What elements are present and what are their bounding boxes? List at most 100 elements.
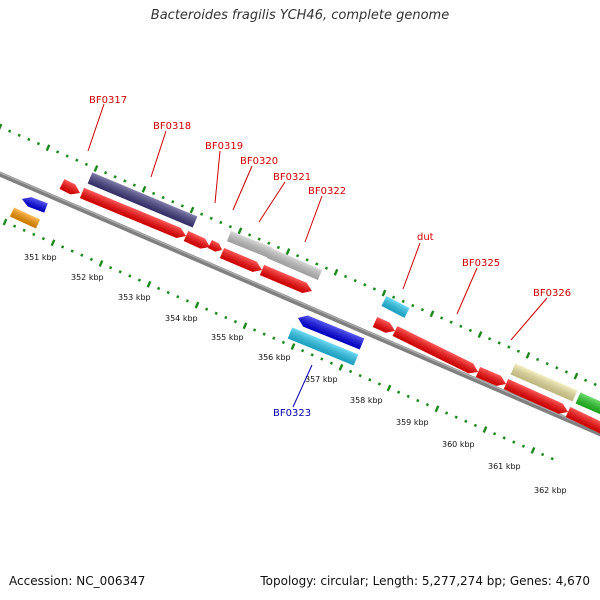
- gene-dut-cds[interactable]: [372, 316, 398, 336]
- gene-bf0320-cds[interactable]: [219, 247, 264, 275]
- upper-scale-track: [0, 123, 597, 387]
- gene-dut[interactable]: [381, 296, 410, 318]
- callout-line: [510, 297, 548, 341]
- tick-label: 356 kbp: [258, 353, 291, 362]
- scale-dot: [555, 366, 559, 370]
- gene-bf0321-cds[interactable]: [259, 264, 314, 296]
- scale-dot: [411, 303, 415, 308]
- gene-label-bf0317[interactable]: BF0317: [89, 95, 127, 106]
- scale-dot: [252, 328, 257, 332]
- gene-bf0318-cds[interactable]: [79, 187, 188, 241]
- scale-dot: [358, 373, 362, 378]
- gene-bf0319b[interactable]: [207, 239, 224, 254]
- callout-line: [87, 103, 105, 152]
- gene-khaki[interactable]: [510, 363, 578, 402]
- scale-dot: [146, 280, 152, 288]
- scale-dot: [272, 336, 276, 340]
- gene-label-bf0318[interactable]: BF0318: [153, 121, 191, 132]
- scale-dot: [128, 274, 132, 278]
- gene-left-blue[interactable]: [20, 194, 48, 213]
- gene-bf0317[interactable]: [59, 179, 83, 198]
- scale-dot: [267, 241, 271, 245]
- scale-dot: [50, 239, 56, 247]
- scale-dot: [276, 245, 281, 250]
- scale-dot: [290, 343, 296, 350]
- gene-label-dut[interactable]: dut: [417, 232, 434, 243]
- scale-dot: [108, 266, 113, 270]
- scale-dot: [98, 260, 104, 267]
- gene-label-bf0321[interactable]: BF0321: [273, 172, 311, 183]
- scale-dot: [530, 446, 536, 454]
- gene-bf0320[interactable]: [226, 230, 274, 259]
- gene-labels: BF0317 BF0318 BF0319 BF0320 BF0321 BF032…: [89, 95, 571, 419]
- gene-bf0326[interactable]: [475, 366, 508, 389]
- tick-label: 359 kbp: [396, 418, 429, 427]
- tick-label: 352 kbp: [71, 273, 104, 282]
- scale-dot: [194, 301, 200, 309]
- scale-dot: [333, 268, 339, 276]
- scale-dot: [434, 405, 440, 413]
- scale-dot: [573, 372, 579, 380]
- scale-dot: [93, 165, 99, 172]
- gene-bf0318[interactable]: [87, 172, 198, 228]
- scale-dot: [113, 175, 117, 179]
- gene-label-bf0322[interactable]: BF0322: [308, 186, 346, 197]
- gene-label-bf0323[interactable]: BF0323: [273, 408, 311, 419]
- accession-label: Accession: NC_006347: [9, 574, 146, 588]
- scale-dot: [482, 426, 488, 434]
- scale-dot: [300, 349, 305, 353]
- scale-dot: [151, 191, 156, 196]
- lower-scale-track: [2, 218, 554, 461]
- callout-line: [304, 195, 323, 243]
- gene-label-bf0326[interactable]: BF0326: [533, 288, 571, 299]
- scale-dot: [60, 245, 65, 249]
- gene-right-red[interactable]: [565, 407, 600, 437]
- scale-dot: [583, 378, 588, 382]
- scale-dot: [185, 299, 190, 303]
- gene-label-bf0320[interactable]: BF0320: [240, 156, 278, 167]
- scale-dot: [176, 295, 180, 299]
- scale-dot: [12, 224, 17, 228]
- gene-left-orange[interactable]: [9, 207, 41, 229]
- scale-dot: [377, 382, 382, 386]
- gene-bf0323-a[interactable]: [296, 312, 365, 350]
- gene-right-green[interactable]: [575, 392, 600, 418]
- scale-dot: [512, 440, 516, 444]
- gene-bf0321[interactable]: [266, 247, 323, 281]
- scale-dot: [564, 370, 569, 374]
- scale-dot: [180, 204, 185, 208]
- scale-dot: [535, 357, 540, 362]
- scale-dot: [166, 290, 170, 295]
- gene-callout-lines: [87, 103, 548, 408]
- scale-dot: [406, 394, 410, 399]
- scale-dot: [65, 154, 69, 158]
- scale-dot: [348, 369, 353, 374]
- callout-line: [258, 181, 286, 223]
- gene-label-bf0325[interactable]: BF0325: [462, 258, 500, 269]
- gene-bf0323[interactable]: [287, 327, 359, 366]
- gene-bf0326b[interactable]: [503, 378, 571, 417]
- scale-dot: [429, 310, 435, 318]
- scale-dot: [593, 382, 597, 387]
- scale-dot: [502, 436, 506, 440]
- callout-line: [456, 267, 478, 315]
- scale-dot: [363, 283, 367, 287]
- scale-dot: [123, 179, 127, 183]
- scale-dot: [137, 278, 142, 282]
- genome-backbone: [0, 171, 600, 437]
- scale-dot: [381, 289, 387, 297]
- scale-dot: [391, 295, 396, 299]
- scale-dot: [525, 351, 531, 359]
- scale-dot: [507, 345, 511, 349]
- scale-dot: [343, 274, 348, 279]
- scale-dot: [219, 220, 223, 225]
- scale-dot: [353, 278, 357, 283]
- gene-bf0325[interactable]: [392, 326, 481, 377]
- scale-dot: [228, 224, 233, 229]
- gene-bf0319[interactable]: [183, 231, 213, 252]
- scale-dot: [285, 248, 291, 255]
- gene-label-bf0319[interactable]: BF0319: [205, 141, 243, 152]
- scale-dot: [209, 216, 213, 221]
